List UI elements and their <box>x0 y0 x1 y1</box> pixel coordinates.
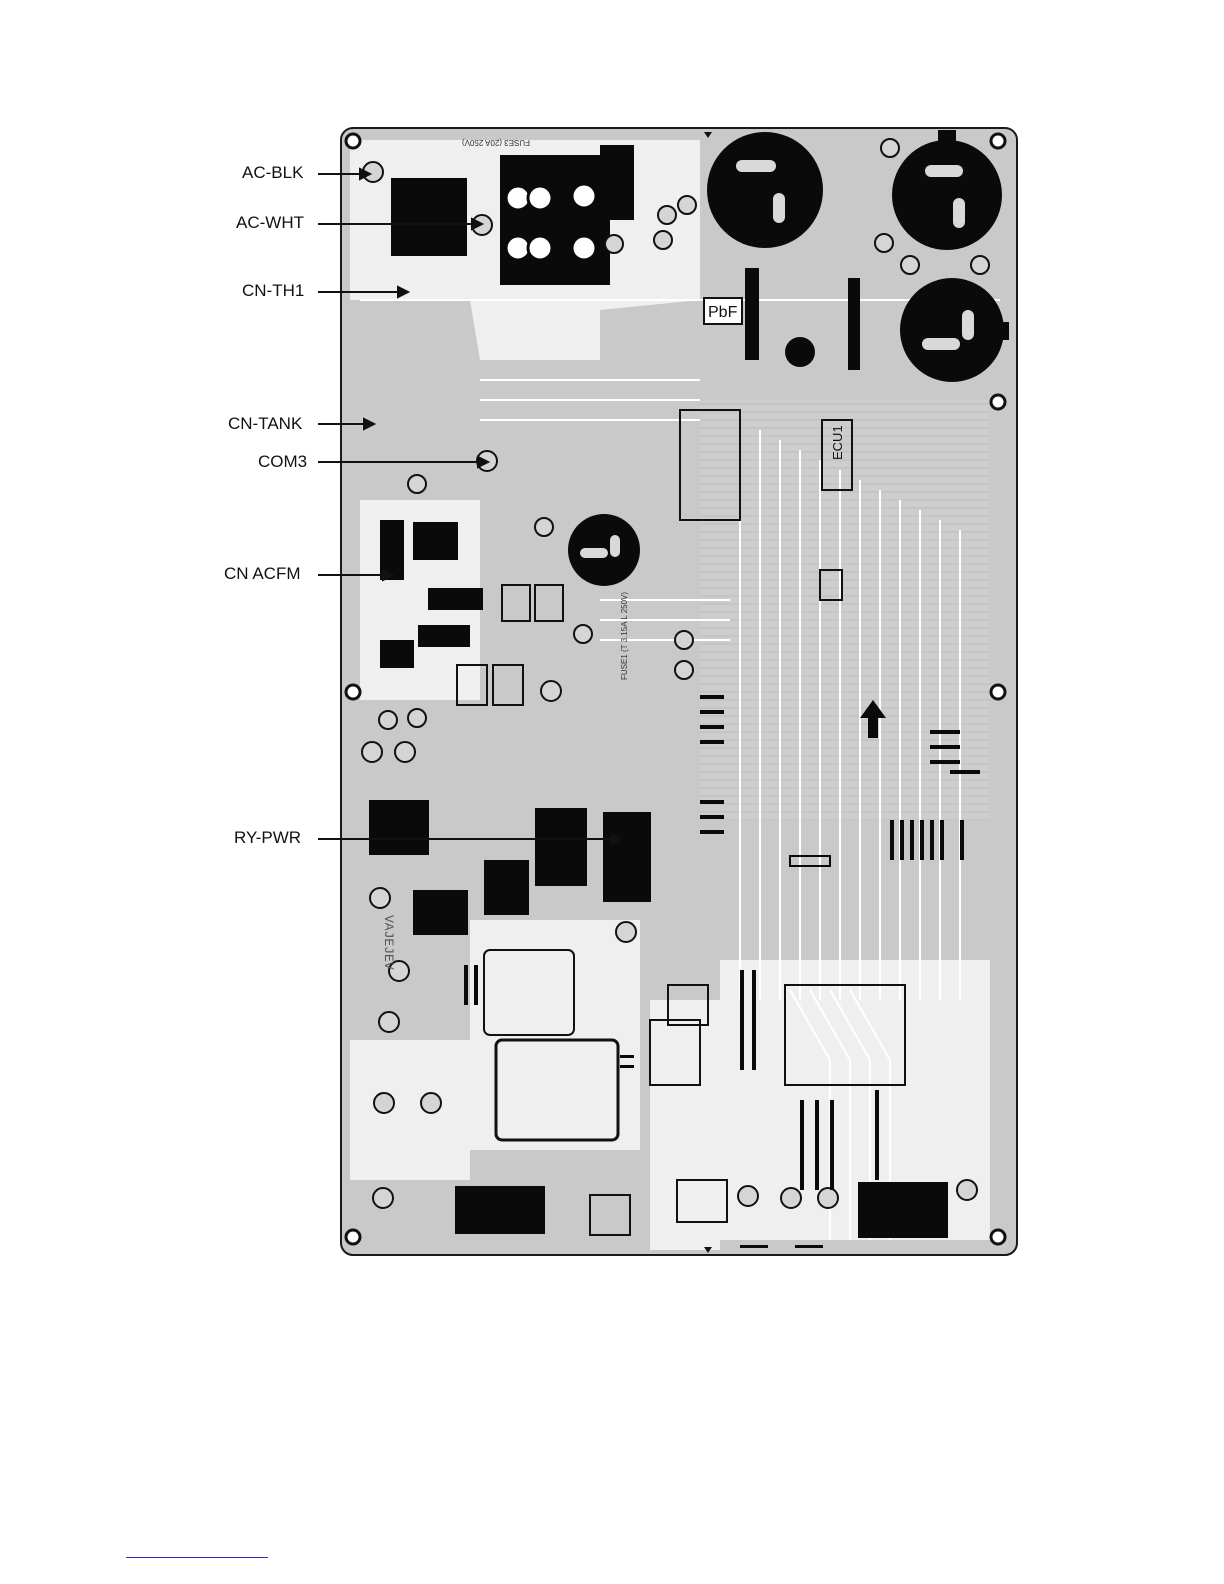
board-lot-code: VAJEJEV <box>381 915 396 970</box>
capacitor-c105 <box>707 132 823 248</box>
board-ecu1: ECU1 <box>830 425 845 460</box>
board-fuse1: FUSE1 (T 3.15A L 250V) <box>620 592 629 680</box>
capacitor-mid <box>568 514 640 586</box>
footer-rule <box>126 1557 268 1558</box>
board-fuse3: FUSE3 (20A 250V) <box>462 138 530 147</box>
board-pbf: PbF <box>708 304 738 321</box>
